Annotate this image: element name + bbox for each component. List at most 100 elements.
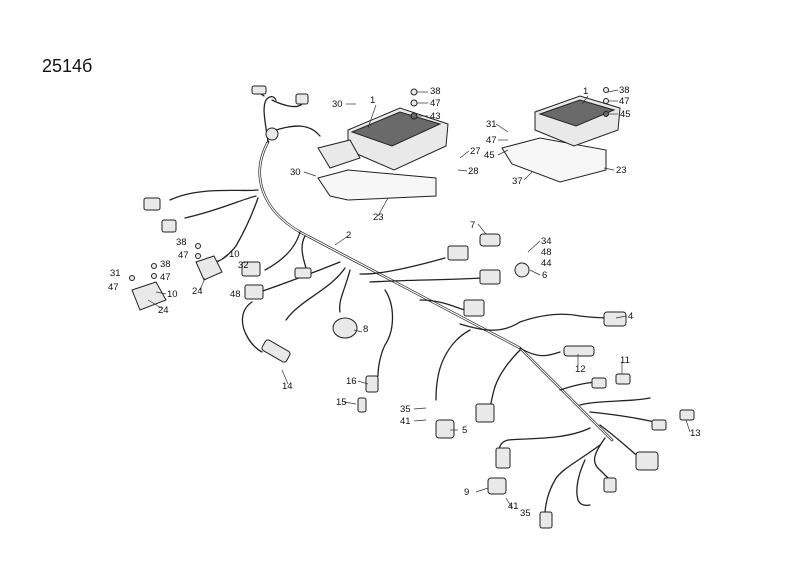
relay-10-upper [195,255,223,281]
sensor-8 [332,317,358,339]
callout-6: 6 [542,270,547,281]
callout-41-mid: 41 [400,416,411,427]
callout-23-left: 23 [373,212,384,223]
sensor-6 [514,262,530,278]
callout-9: 9 [464,487,469,498]
callout-11: 11 [620,355,630,366]
callout-23-right: 23 [616,165,627,176]
callout-14: 14 [282,381,293,392]
sensor-7 [479,233,501,247]
callout-12: 12 [575,364,586,375]
sensor-4 [603,311,627,327]
callout-30-upper: 30 [332,99,343,110]
sensor-15 [357,397,367,413]
nut-38-ecu-left [410,88,418,96]
callout-8: 8 [363,324,368,335]
callout-38-right-ecu: 38 [619,85,630,96]
callout-24-upper: 24 [192,286,203,297]
callout-48-right: 48 [541,247,552,258]
connector-a [143,197,161,211]
sensor-9 [487,477,507,495]
connector-p [295,93,309,105]
connector-h [463,299,485,317]
nut-38-lower [151,263,157,269]
callout-10-lower: 10 [167,289,178,300]
callout-45-right-ecu: 45 [620,109,631,120]
sensor-11 [615,373,631,385]
grommet-43 [410,112,418,120]
callout-44: 44 [541,258,552,269]
nut-38-ecu-right [603,87,609,93]
grommet-45 [603,111,609,117]
callout-35-mid: 35 [400,404,411,415]
screw-31 [129,275,135,281]
callout-47-upper-relay: 47 [178,250,189,261]
callout-32: 32 [238,260,249,271]
grommet [265,127,279,141]
callout-7: 7 [470,220,475,231]
callout-10-upper: 10 [229,249,240,260]
ecu-left [317,107,449,201]
callout-30-lower: 30 [290,167,301,178]
callout-28: 28 [468,166,479,177]
connector-n [539,511,553,529]
callout-1-right: 1 [583,86,588,97]
callout-45-plate: 45 [484,150,495,161]
washer-47-ecu-left [410,99,418,107]
callout-2: 2 [346,230,351,241]
callout-27: 27 [470,146,481,157]
connector-j [591,377,607,389]
callout-1-left: 1 [370,95,375,106]
fasteners [129,87,609,281]
washer-47-upper [195,253,201,259]
washer-47-lower [151,273,157,279]
callout-15: 15 [336,397,347,408]
callout-35-bottom: 35 [520,508,531,519]
callout-24-lower: 24 [158,305,169,316]
callout-4: 4 [628,311,633,322]
callout-16: 16 [346,376,357,387]
callout-13: 13 [690,428,701,439]
sensor-13 [679,409,695,421]
sensor-16 [365,375,379,393]
connector-f [447,245,469,261]
callout-34: 34 [541,236,552,247]
callout-41-bottom: 41 [508,501,519,512]
connector-d [244,284,264,300]
ecu-right [501,95,621,183]
callout-38-lower-relay: 38 [160,259,171,270]
callout-38-upper-relay: 38 [176,237,187,248]
callout-47-plate: 47 [486,135,497,146]
nut-38-upper [195,243,201,249]
callout-37: 37 [512,176,523,187]
callout-5: 5 [462,425,467,436]
sensor-14 [261,339,291,363]
connector-q [251,85,267,95]
callout-47-right-ecu: 47 [619,96,630,107]
callout-38-left-ecu: 38 [430,86,441,97]
callout-labels: 1 1 2 4 5 6 7 8 9 10 10 11 12 13 14 15 1… [110,85,701,519]
callout-47-lower-relay: 47 [160,272,171,283]
washer-47-ecu-right [603,98,609,104]
sensor-12 [563,345,595,357]
relay-10-lower [131,281,167,311]
connector-i [475,403,495,423]
connector-g [479,269,501,285]
diagram-title: 2514б [42,56,93,76]
connector-e [294,267,312,279]
connector-b [161,219,177,233]
connector-o [495,447,511,469]
callout-31-left: 31 [110,268,121,279]
connectors [131,85,695,529]
callout-47-far-left: 47 [108,282,119,293]
callout-31-right: 31 [486,119,497,130]
callout-48-left: 48 [230,289,241,300]
connector-m [603,477,617,493]
connector-k [651,419,667,431]
callout-47-left-ecu: 47 [430,98,441,109]
leader-lines [147,89,691,509]
sensor-5 [435,419,455,439]
connector-c [241,261,261,277]
connector-l [635,451,659,471]
